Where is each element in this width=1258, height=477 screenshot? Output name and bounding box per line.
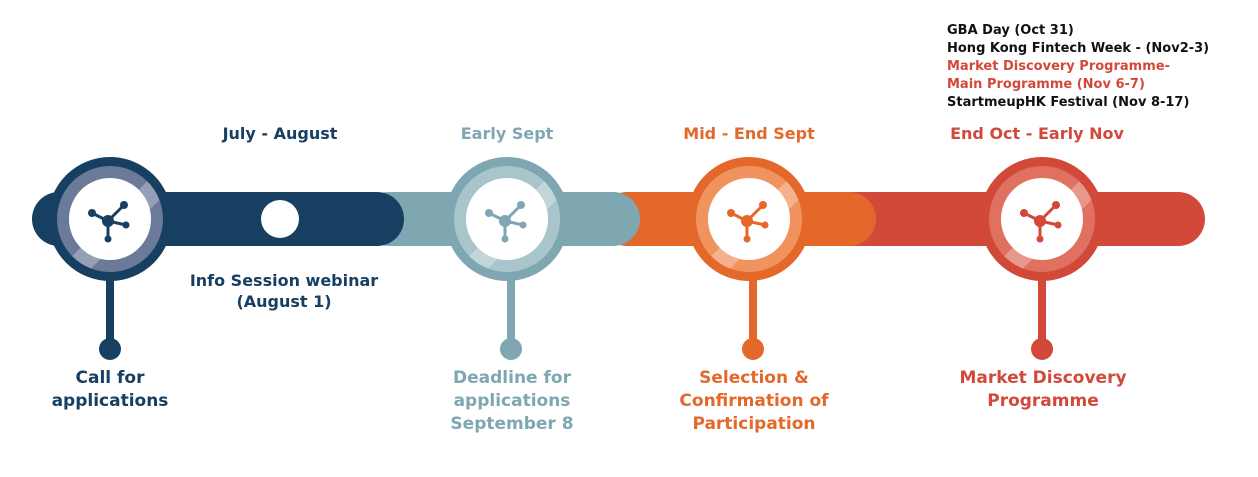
webinar-marker [261, 200, 299, 238]
market-ring [980, 157, 1104, 281]
call-label-line1: Call for [75, 368, 145, 388]
selection-label-line1: Selection & [699, 368, 809, 388]
market-label: Market Discovery Programme [959, 367, 1126, 413]
phase-mid-end-sept: Mid - End Sept [683, 124, 815, 143]
event-list: GBA Day (Oct 31) Hong Kong Fintech Week … [947, 22, 1252, 112]
market-dot [1031, 338, 1053, 360]
phase-july-august: July - August [222, 124, 338, 143]
phase-end-oct-early-nov: End Oct - Early Nov [950, 124, 1124, 143]
call-label-line2: applications [51, 391, 169, 411]
deadline-label: Deadline for applications September 8 [450, 367, 573, 436]
deadline-label-line3: September 8 [450, 414, 574, 434]
webinar-label-line2: (August 1) [236, 292, 332, 311]
market-label-line1: Market Discovery [959, 368, 1127, 388]
network-node-icon [1020, 201, 1062, 243]
network-node-icon [727, 201, 769, 243]
event-market-discovery-line2: Main Programme (Nov 6-7) [947, 77, 1145, 92]
selection-stem [749, 270, 757, 346]
deadline-ring [445, 157, 569, 281]
event-fintech-week: Hong Kong Fintech Week - (Nov2-3) [947, 41, 1210, 56]
selection-label-line2: Confirmation of [679, 391, 829, 411]
webinar-label-line1: Info Session webinar [189, 271, 379, 290]
event-market-discovery-line1: Market Discovery Programme- [947, 59, 1170, 74]
deadline-label-line2: applications [453, 391, 571, 411]
event-startmeup: StartmeupHK Festival (Nov 8-17) [947, 95, 1190, 110]
network-node-icon [88, 201, 130, 243]
market-label-line2: Programme [987, 391, 1099, 411]
deadline-dot [500, 338, 522, 360]
selection-label: Selection & Confirmation of Participatio… [679, 367, 828, 436]
call-stem [106, 270, 114, 346]
network-node-icon [485, 201, 527, 243]
phase-early-sept: Early Sept [460, 124, 554, 143]
selection-label-line3: Participation [692, 414, 816, 434]
event-gba-day: GBA Day (Oct 31) [947, 23, 1074, 38]
selection-dot [742, 338, 764, 360]
deadline-label-line1: Deadline for [453, 368, 571, 388]
deadline-stem [507, 270, 515, 346]
call-dot [99, 338, 121, 360]
selection-ring [687, 157, 811, 281]
webinar-label: Info Session webinar (August 1) [190, 270, 378, 312]
call-ring [48, 157, 172, 281]
call-label: Call for applications [52, 367, 169, 413]
market-stem [1038, 270, 1046, 346]
